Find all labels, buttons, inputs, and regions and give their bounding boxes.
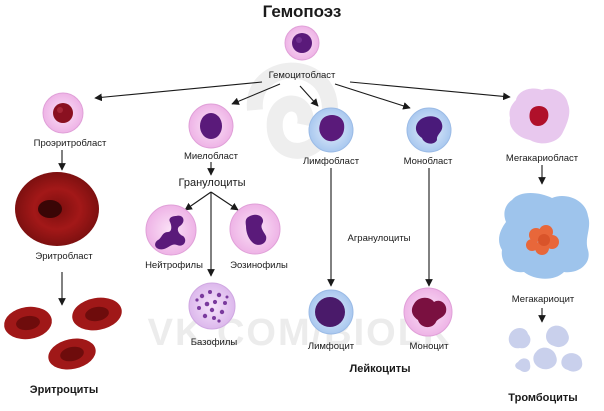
lymphocyte-cell — [308, 289, 354, 335]
megakaryocyte-cell — [499, 193, 590, 279]
label-erythrocytes: Эритроциты — [29, 384, 99, 396]
label-lymphoblast: Лимфобласт — [302, 156, 360, 167]
label-basophils: Базофилы — [190, 337, 238, 348]
megakaryoblast-cell — [509, 88, 570, 144]
hemocytoblast-cell — [284, 25, 320, 61]
arrows — [58, 81, 546, 323]
label-myeloblast: Миелобласт — [183, 151, 239, 162]
arrow-to-lymphoblast — [299, 85, 319, 107]
label-proerythroblast: Проэритробласт — [33, 138, 107, 149]
monocyte-cell — [403, 287, 453, 337]
label-neutrophils: Нейтрофилы — [145, 260, 203, 271]
label-hemocytoblast: Гемоцитобласт — [268, 70, 336, 81]
neutrophil-cell — [145, 204, 197, 256]
label-monoblast: Монобласт — [403, 156, 453, 167]
myeloblast-cell — [188, 103, 234, 149]
label-monocyte: Моноцит — [409, 341, 449, 352]
megakaryocyte-nucleus — [526, 225, 559, 255]
label-thrombocytes: Тромбоциты — [508, 392, 578, 404]
label-leukocytes: Лейкоциты — [349, 363, 411, 375]
arrow-to-monoblast — [334, 83, 411, 110]
arrow-to-neutrophils — [184, 191, 212, 211]
thrombocytes-cells — [508, 325, 583, 372]
arrow-to-proerythroblast — [94, 81, 263, 102]
label-granulocytes: Гранулоциты — [178, 177, 246, 189]
monoblast-cell — [406, 107, 452, 153]
arrow-to-myeloblast — [231, 83, 281, 105]
label-eosinophils: Эозинофилы — [230, 260, 288, 271]
label-megakaryocyte: Мегакариоцит — [511, 294, 575, 305]
arrow-to-megakaryoblast — [349, 81, 511, 101]
lymphoblast-cell — [308, 107, 354, 153]
label-lymphocyte: Лимфоцит — [307, 341, 355, 352]
label-agranulocytes: Агранулоциты — [347, 233, 411, 244]
erythrocytes-cells — [4, 297, 122, 370]
label-megakaryoblast: Мегакариобласт — [505, 153, 579, 164]
erythroblast-cell — [15, 172, 99, 246]
label-erythroblast: Эритробласт — [35, 251, 93, 262]
proerythroblast-cell — [42, 92, 84, 134]
page-title: Гемопоэз — [262, 2, 342, 21]
eosinophil-cell — [229, 203, 281, 255]
basophil-cell — [188, 282, 236, 330]
arrow-to-eosinophils — [210, 191, 239, 211]
